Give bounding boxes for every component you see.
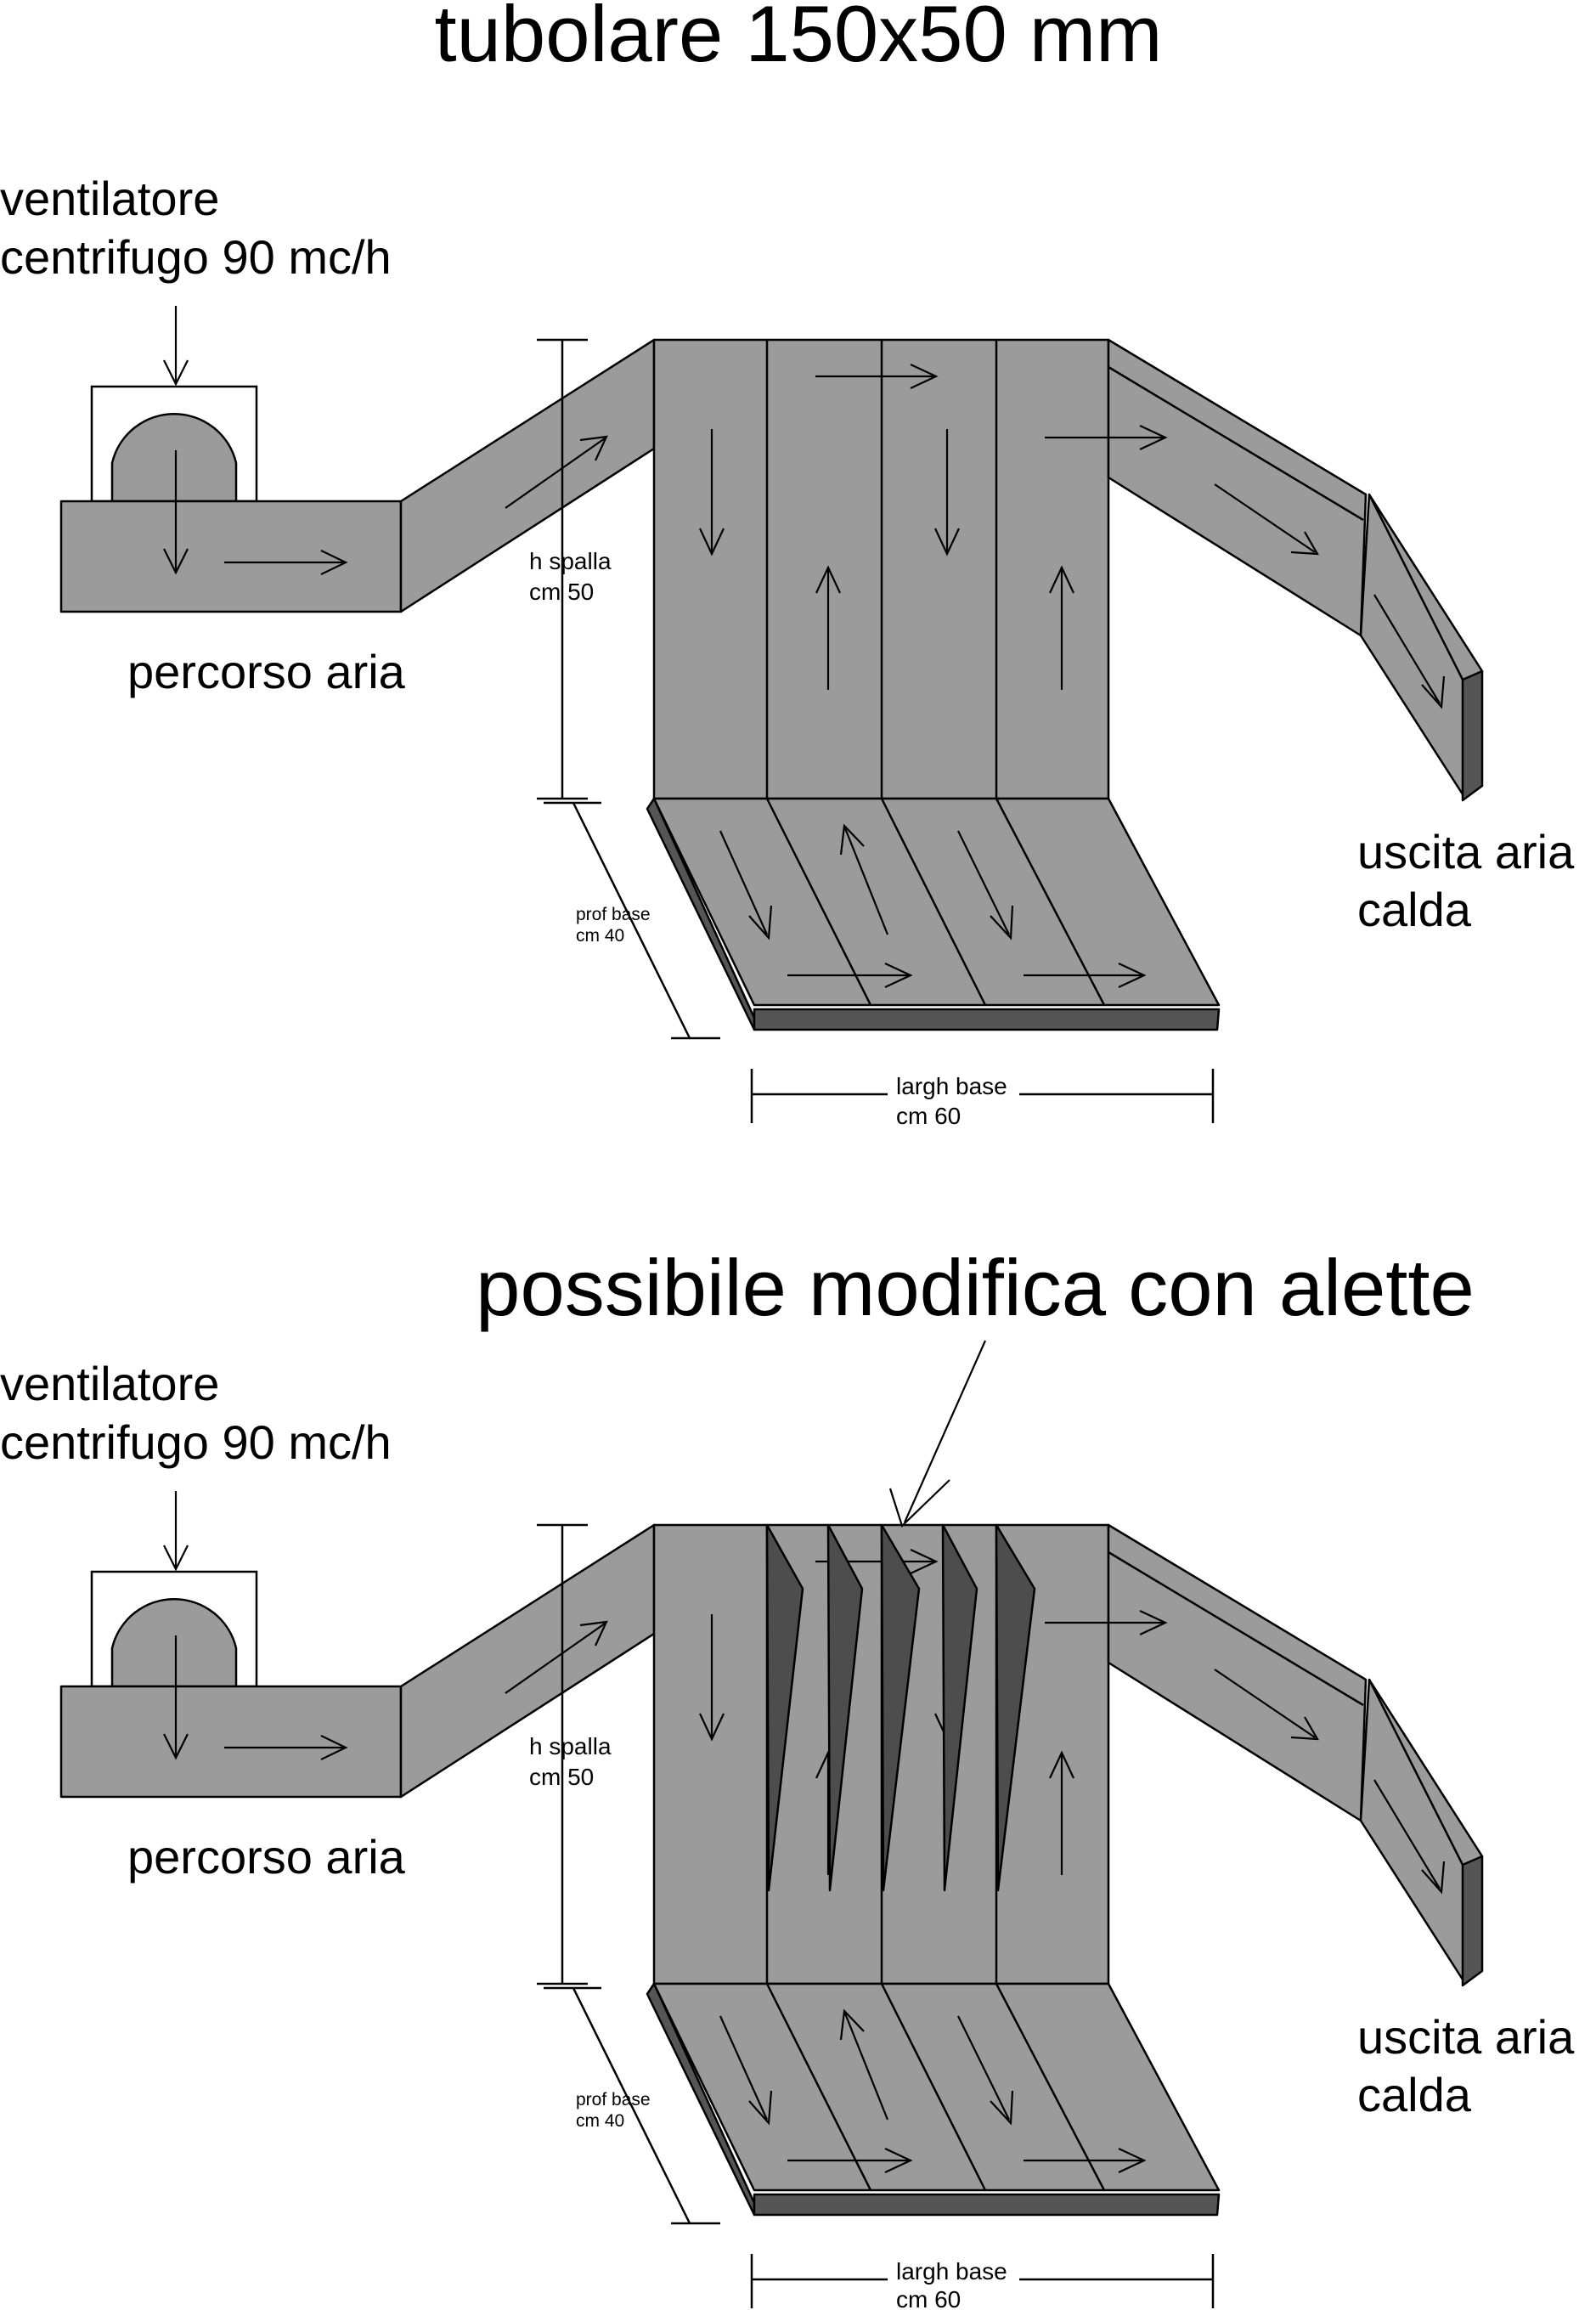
panel-2-depth-label-1: prof base (576, 2090, 651, 2109)
fins-leader-arrow (903, 1340, 987, 1523)
fin-5 (995, 1523, 1036, 1892)
panel-1: tubolare 150x50 mm ventilatore centrifug… (0, 0, 1575, 1129)
panel-2-fan-label-1: ventilatore (0, 1357, 219, 1410)
panel-1-fan-label-2: centrifugo 90 mc/h (0, 230, 392, 284)
fin-2 (826, 1523, 864, 1892)
panel-2-width-label-1: largh base (896, 2258, 1007, 2285)
panel-2-depth-label-2: cm 40 (576, 2111, 624, 2131)
panel-2-title: possibile modifica con alette (476, 1243, 1475, 1332)
panel-1-outlet-label-2: calda (1357, 883, 1472, 936)
fin-4 (941, 1523, 978, 1892)
panel-1-depth-label-1: prof base (576, 905, 651, 924)
panel-2-fan-label-2: centrifugo 90 mc/h (0, 1415, 392, 1469)
panel-2-width-label-2: cm 60 (896, 2286, 961, 2310)
panel-2-path-label: percorso aria (127, 1830, 406, 1884)
panel-1-height-label-2: cm 50 (529, 579, 594, 605)
panel-1-width-label-1: largh base (896, 1073, 1007, 1099)
panel-1-height-label-1: h spalla (529, 548, 612, 574)
panel-1-depth-label-2: cm 40 (576, 926, 624, 946)
panel-1-width-label-2: cm 60 (896, 1103, 961, 1129)
panel-2: possibile modifica con alette ventilator… (0, 1243, 1575, 2310)
panel-1-fan-label-1: ventilatore (0, 172, 219, 225)
panel-2-outlet-label-2: calda (1357, 2068, 1472, 2121)
panel-1-title: tubolare 150x50 mm (435, 0, 1163, 78)
fins (765, 1523, 1036, 1892)
fin-3 (880, 1523, 921, 1892)
panel-2-height-label-1: h spalla (529, 1733, 612, 1759)
panel-1-path-label: percorso aria (127, 645, 406, 698)
fin-1 (765, 1523, 804, 1892)
panel-2-height-label-2: cm 50 (529, 1764, 594, 1790)
panel-1-outlet-label-1: uscita aria (1357, 825, 1575, 878)
panel-2-outlet-label-1: uscita aria (1357, 2010, 1575, 2064)
